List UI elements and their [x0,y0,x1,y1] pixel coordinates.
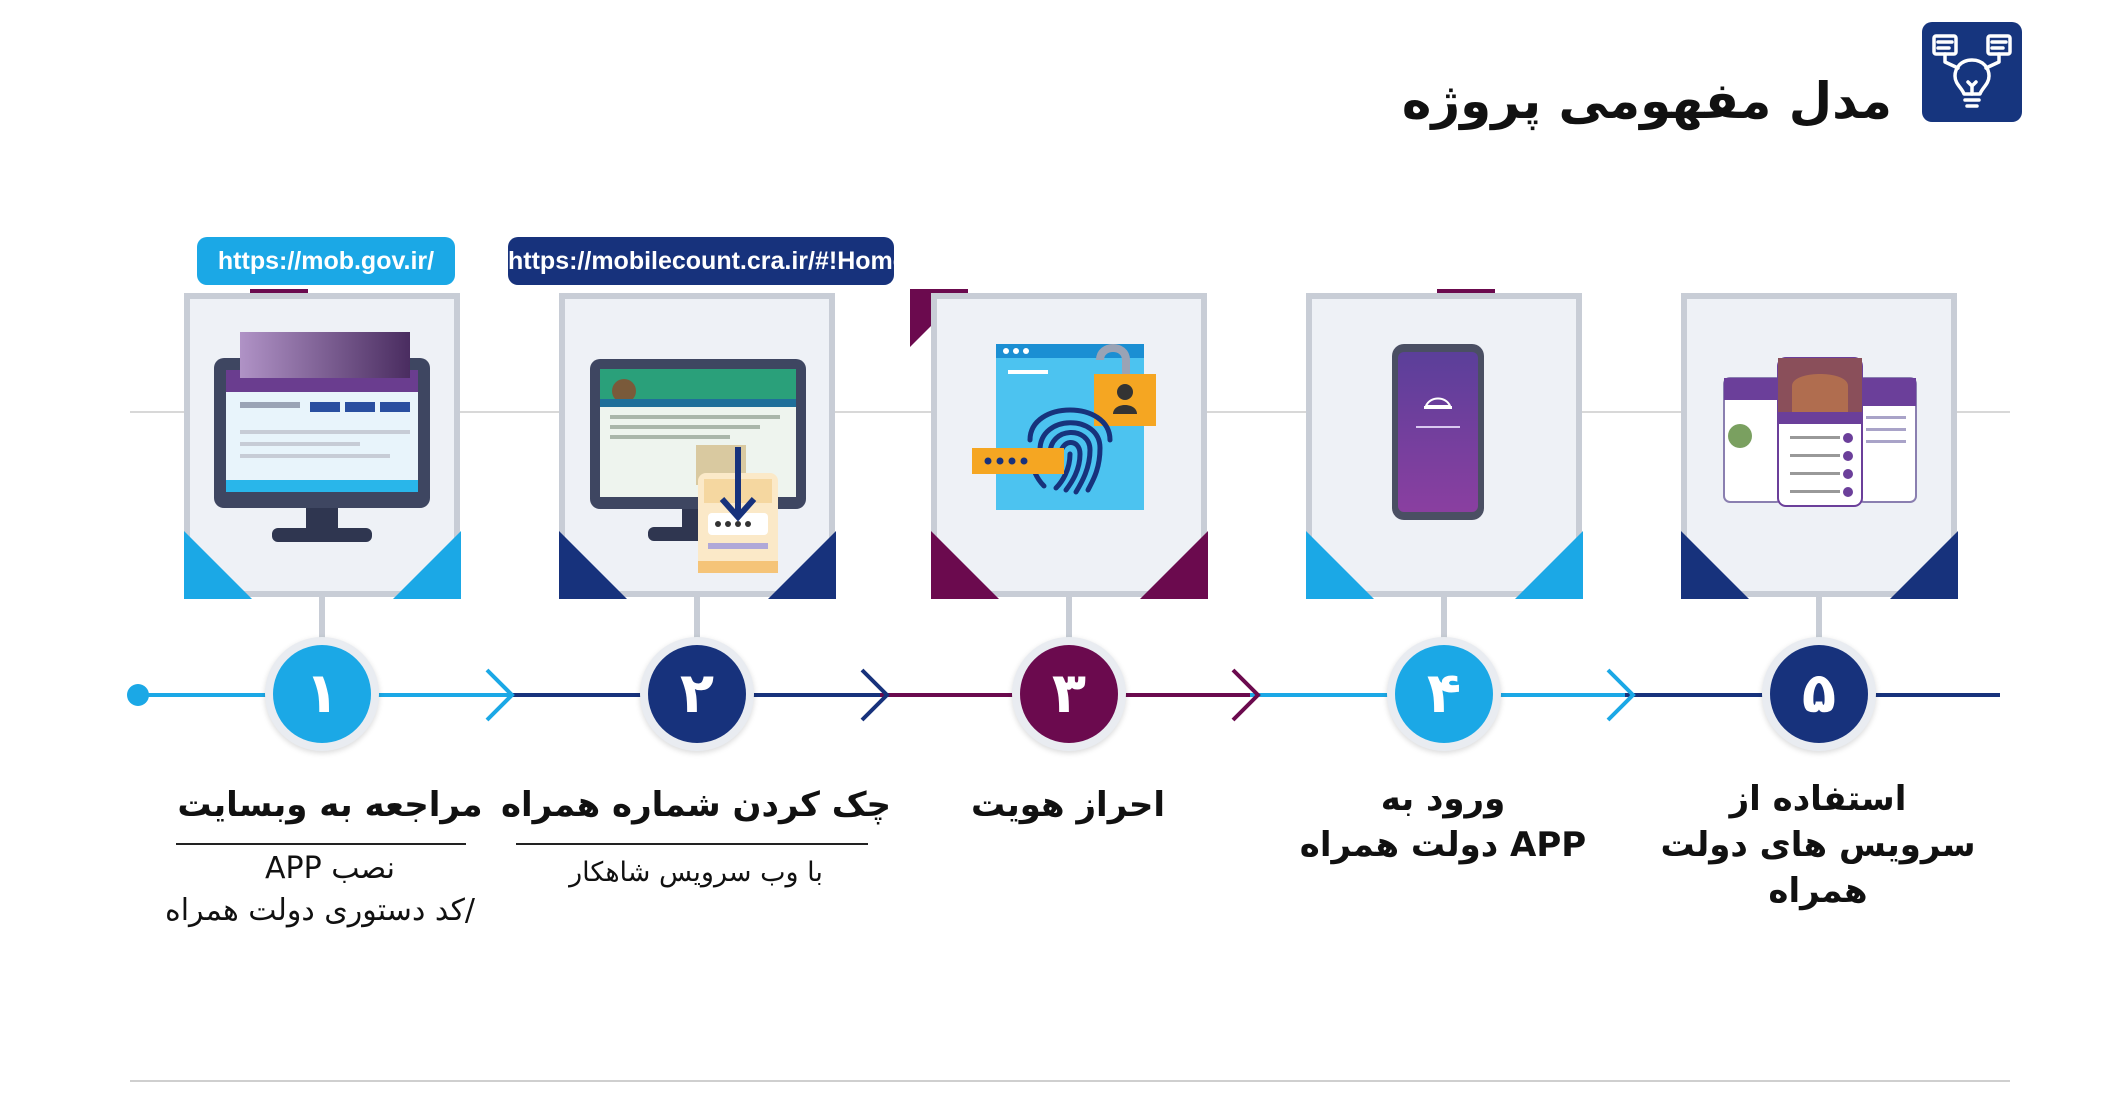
badge-tab [250,289,308,294]
step-1-subtitle: نصب APP [264,851,396,886]
card-corner-left [1681,531,1749,599]
step-3-title: احراز هویت [970,785,1166,825]
step-2-number: ۲ [648,645,746,743]
url-badge-mobilecount[interactable]: https://mobilecount.cra.ir/#!Home [508,237,907,285]
step-3-number: ۳ [1020,645,1118,743]
step-1-number: ۱ [273,645,371,743]
mobile-services-icon [1723,357,1917,507]
step-5-title: استفاده از [1729,779,1907,819]
step-1-divider [176,843,466,845]
step-2-subtitle: با وب سرویس شاهکار [569,857,823,888]
step-4-title-2: APP دولت همراه [1299,825,1587,865]
url-badge-mob-gov[interactable]: https://mob.gov.ir/ [197,237,455,285]
card-stem [319,597,325,639]
card-stem [1066,597,1072,639]
step-5-number: ۵ [1770,645,1868,743]
mobile-app-icon [1392,344,1484,520]
footer-divider [130,1080,2010,1082]
card-corner-right [1515,531,1583,599]
desktop-monitor-icon [214,332,430,542]
step-5-marker: ۵ [1762,637,1876,751]
step-2-title: چک کردن شماره همراه [500,785,892,825]
lightbulb-network-icon [1922,22,2022,122]
card-stem [694,597,700,639]
card-corner-left [184,531,252,599]
card-corner-right [1890,531,1958,599]
card-corner-left [559,531,627,599]
fingerprint-lock-icon [972,344,1156,510]
step-2-divider [516,843,868,845]
step-3-marker: ۳ [1012,637,1126,751]
monitor-phone-check-icon [590,359,806,573]
step-4-marker: ۴ [1387,637,1501,751]
page-title: مدل مفهومی پروژه [1401,72,1892,130]
step-1-marker: ۱ [265,637,379,751]
step-5-title-2: سرویس های دولت همراه [1660,825,1976,911]
step-1-title: مراجعه به وبسایت [177,785,483,825]
card-corner-left [1306,531,1374,599]
card-tab [1437,289,1495,294]
card-stem [1441,597,1447,639]
card-corner-right [1140,531,1208,599]
card-stem [1816,597,1822,639]
step-1-subtitle-2: /کد دستوری دولت همراه [165,893,475,928]
card-corner-right [768,531,836,599]
card-corner-left [931,531,999,599]
step-2-marker: ۲ [640,637,754,751]
card-corner-right [393,531,461,599]
step-4-number: ۴ [1395,645,1493,743]
step-4-title: ورود به [1380,779,1506,819]
